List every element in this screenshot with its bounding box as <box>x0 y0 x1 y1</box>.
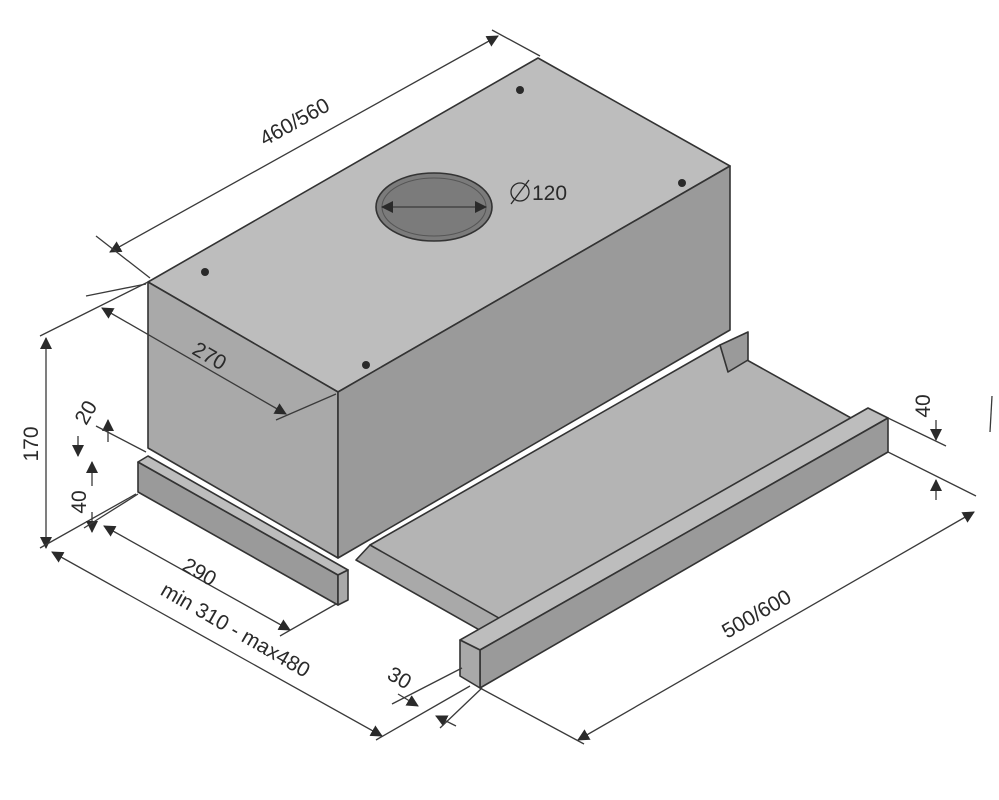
drawer-back-rail <box>719 331 749 373</box>
ext-line <box>439 687 483 729</box>
ext-line <box>375 685 471 741</box>
label-base-width: 290 <box>178 554 220 591</box>
ext-line <box>83 493 139 529</box>
label-depth-total: 460/560 <box>256 94 334 151</box>
label-duct-diameter-group: 120 <box>510 179 567 205</box>
label-height: 170 <box>20 426 43 461</box>
dim-hood-length <box>577 511 975 741</box>
mounting-hole <box>201 268 209 276</box>
ext-line <box>479 687 585 745</box>
dim-front-depth <box>397 693 419 707</box>
dim-depth-total <box>109 35 499 253</box>
ext-line <box>391 667 463 705</box>
label-front-depth: 30 <box>383 663 415 695</box>
mounting-hole <box>678 179 686 187</box>
dim-front-depth-b <box>435 715 457 727</box>
mounting-hole <box>362 361 370 369</box>
label-duct-diameter: 120 <box>532 182 567 205</box>
ext-line <box>95 235 151 279</box>
ext-line <box>95 425 147 453</box>
label-top-gap: 20 <box>71 397 103 429</box>
ext-line <box>85 283 147 297</box>
ext-line <box>279 603 337 637</box>
ext-line <box>39 281 149 337</box>
label-drawer-height: 40 <box>912 394 935 417</box>
ext-line <box>887 451 977 497</box>
hood-side-face <box>337 165 731 559</box>
ext-line <box>275 393 337 421</box>
ext-line <box>491 29 541 57</box>
dimension-lines <box>39 29 993 745</box>
label-base-gap: 40 <box>68 490 91 513</box>
dim-installed-width <box>51 551 383 737</box>
diameter-symbol <box>510 182 530 202</box>
label-hood-length: 500/600 <box>718 585 795 643</box>
base-end-block <box>337 569 349 606</box>
diameter-symbol-slash <box>510 179 530 205</box>
mounting-hole <box>516 86 524 94</box>
edge-mark <box>989 395 993 433</box>
ext-line <box>887 417 947 447</box>
dim-body-width <box>101 307 287 415</box>
